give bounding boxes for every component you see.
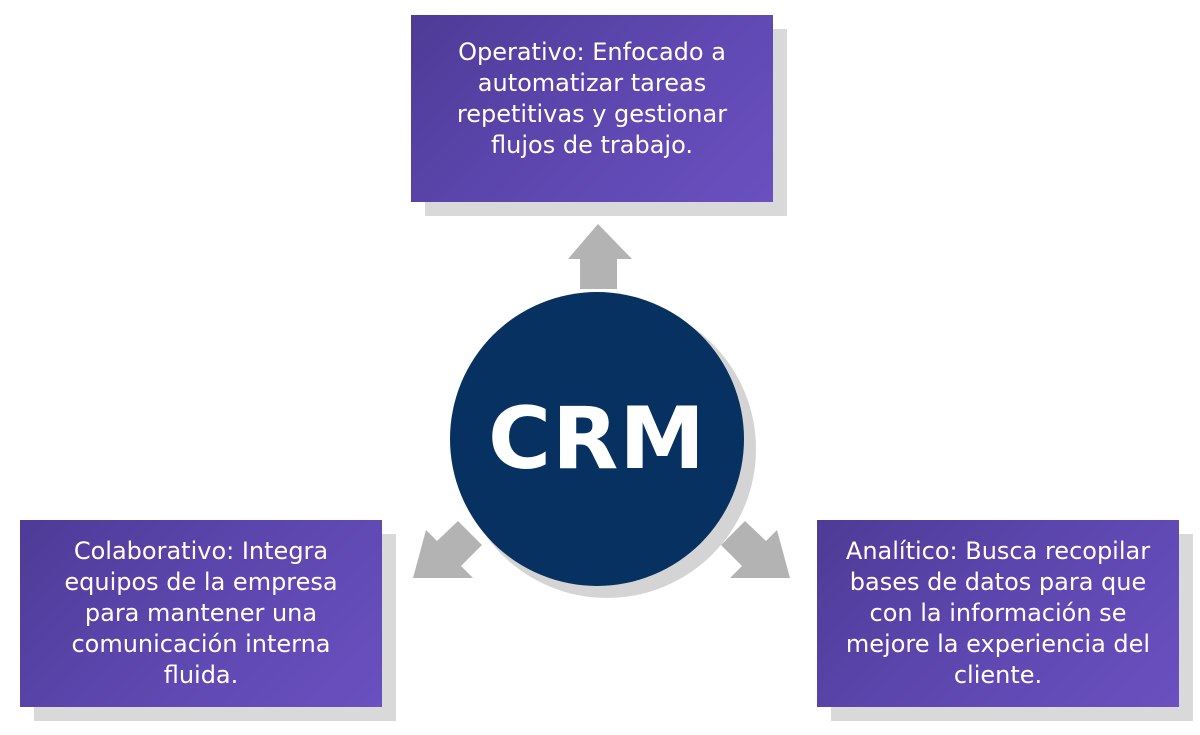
colaborativo-line: comunicación interna — [71, 630, 331, 658]
operativo-line: repetitivas y gestionar — [456, 99, 728, 128]
operativo-text: Operativo: Enfocado a automatizar tareas… — [457, 37, 727, 161]
analitico-box: Analítico: Busca recopilar bases de dato… — [817, 520, 1193, 721]
crm-hub: CRM — [450, 292, 744, 586]
colaborativo-line: equipos de la empresa — [64, 568, 338, 596]
analitico-box-body: Analítico: Busca recopilar bases de dato… — [817, 520, 1179, 707]
arrow-up-icon — [568, 224, 632, 289]
crm-hub-label: CRM — [488, 389, 706, 489]
arrow-down-right-icon — [721, 521, 790, 578]
colaborativo-line: Colaborativo: Integra — [73, 537, 329, 565]
colaborativo-line: fluida. — [163, 661, 239, 689]
colaborativo-text: Colaborativo: Integra equipos de la empr… — [64, 536, 337, 691]
analitico-line: bases de datos para que — [849, 568, 1147, 596]
analitico-line: con la información se — [869, 599, 1127, 627]
operativo-box-body: Operativo: Enfocado a automatizar tareas… — [411, 15, 773, 202]
operativo-box: Operativo: Enfocado a automatizar tareas… — [411, 15, 787, 216]
analitico-text: Analítico: Busca recopilar bases de dato… — [846, 536, 1150, 691]
colaborativo-line: para mantener una — [84, 599, 318, 627]
operativo-line: Operativo: Enfocado a — [458, 37, 726, 66]
operativo-line: automatizar tareas — [477, 68, 707, 97]
analitico-line: mejore la experiencia del — [845, 630, 1151, 658]
colaborativo-box-body: Colaborativo: Integra equipos de la empr… — [20, 520, 382, 707]
operativo-line: flujos de trabajo. — [491, 130, 693, 159]
analitico-line: Analítico: Busca recopilar — [845, 537, 1151, 565]
arrow-down-left-icon — [413, 521, 482, 578]
colaborativo-box: Colaborativo: Integra equipos de la empr… — [20, 520, 396, 721]
analitico-line: cliente. — [953, 661, 1043, 689]
